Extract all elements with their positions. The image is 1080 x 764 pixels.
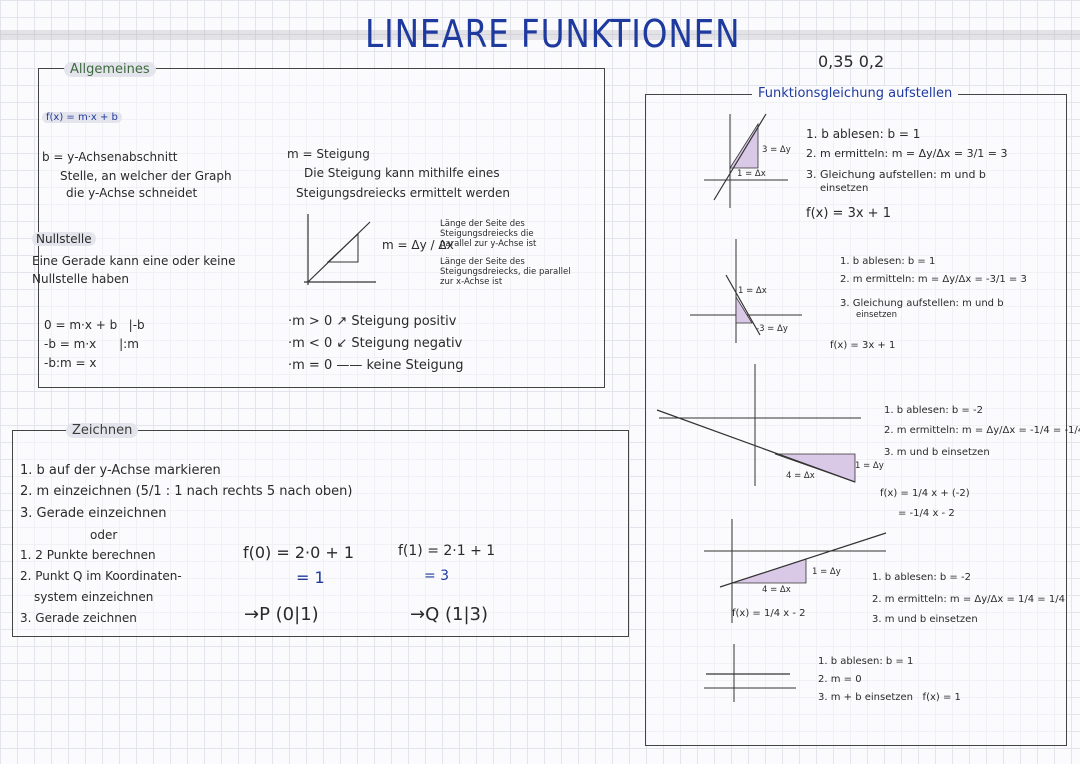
graph-1-dx: 1 = Δx [737, 169, 766, 179]
m-description-1: Die Steigung kann mithilfe eines [304, 166, 500, 180]
ex1-step-1: 1. b ablesen: b = 1 [806, 127, 921, 141]
page-title: LINEARE FUNKTIONEN [365, 12, 741, 56]
dy-note-3: parallel zur y-Achse ist [440, 239, 537, 249]
m-description-2: Steigungsdreiecks ermittelt werden [296, 186, 511, 200]
slope-rule-negative: ·m < 0 ↙ Steigung negativ [288, 336, 463, 351]
point-q: →Q (1|3) [410, 604, 488, 625]
graph-2-line [725, 274, 761, 336]
ex2-step-3a: 3. Gleichung aufstellen: m und b [840, 298, 1004, 309]
graph-3-dx: 4 = Δx [786, 471, 815, 481]
graph-4-dy: 1 = Δy [812, 567, 841, 577]
graph-1-triangle [729, 122, 759, 169]
graph-3-dy: 1 = Δy [855, 461, 884, 471]
ex4-result: f(x) = 1/4 x - 2 [732, 608, 806, 619]
slope-triangle-sketch [304, 214, 376, 285]
funktionsgleichung-box [645, 94, 1067, 746]
dy-note-2: Steigungsdreiecks die [440, 229, 534, 239]
ex4-step-1: 1. b ablesen: b = -2 [872, 572, 971, 583]
formula: f(x) = m·x + b [42, 112, 122, 123]
sketch-triangle [326, 232, 359, 263]
ex2-result: f(x) = 3x + 1 [830, 340, 896, 351]
ex5-step-3: 3. m + b einsetzen f(x) = 1 [818, 692, 961, 703]
graph-5 [704, 644, 796, 702]
ex4-step-3: 3. m und b einsetzen [872, 614, 978, 625]
dx-note-3: zur x-Achse ist [440, 277, 503, 287]
dy-note-1: Länge der Seite des [440, 219, 525, 229]
ex1-result: f(x) = 3x + 1 [806, 206, 891, 221]
graph-1-dy: 3 = Δy [762, 145, 791, 155]
graph-1-line [713, 113, 767, 201]
ex2-step-1: 1. b ablesen: b = 1 [840, 256, 936, 267]
f1-result: = 3 [424, 568, 450, 584]
zeichnen-step-2: 2. m einzeichnen (5/1 : 1 nach rechts 5 … [20, 484, 353, 499]
ex1-step-3a: 3. Gleichung aufstellen: m und b [806, 168, 986, 181]
graph-3-line [656, 409, 856, 483]
point-p: →P (0|1) [244, 604, 319, 625]
f1-calc: f(1) = 2·1 + 1 [398, 543, 496, 559]
header-bar [0, 30, 1080, 40]
graph-4-dx: 4 = Δx [762, 585, 791, 595]
ex4-step-2: 2. m ermitteln: m = Δy/Δx = 1/4 = 1/4 [872, 594, 1065, 605]
zeichnen-heading: Zeichnen [66, 423, 139, 438]
zeichnen-oder: oder [90, 528, 118, 542]
allgemeines-heading: Allgemeines [64, 62, 156, 77]
graph-4-line [719, 532, 887, 588]
corner-note: 0,35 0,2 [818, 52, 885, 71]
nullstelle-heading-text: Nullstelle [32, 232, 96, 246]
ex3-step-2: 2. m ermitteln: m = Δy/Δx = -1/4 = -1/4 [884, 425, 1080, 436]
funktionsgleichung-heading: Funktionsgleichung aufstellen [752, 86, 959, 101]
ex5-step-1: 1. b ablesen: b = 1 [818, 656, 914, 667]
ex1-step-2: 2. m ermitteln: m = Δy/Δx = 3/1 = 3 [806, 147, 1008, 160]
nullstelle-desc-1: Eine Gerade kann eine oder keine [32, 254, 236, 268]
graph-2 [690, 239, 802, 343]
ex3-result-1: f(x) = 1/4 x + (-2) [880, 488, 970, 499]
zeichnen-alt-1: 1. 2 Punkte berechnen [20, 548, 156, 562]
b-description-2: die y-Achse schneidet [66, 186, 198, 200]
nullstelle-calc-3: -b:m = x [44, 356, 97, 370]
graph-2-triangle [735, 295, 753, 324]
zeichnen-alt-2: 2. Punkt Q im Koordinaten- [20, 569, 182, 583]
b-definition: b = y-Achsenabschnitt [42, 150, 178, 164]
graph-2-dx: 1 = Δx [738, 286, 767, 296]
nullstelle-desc-2: Nullstelle haben [32, 272, 130, 286]
dx-note-1: Länge der Seite des [440, 257, 525, 267]
ex3-result-2: = -1/4 x - 2 [898, 508, 955, 519]
slope-fraction: m = Δy / Δx [382, 238, 454, 252]
allgemeines-box [38, 68, 605, 388]
b-description-1: Stelle, an welcher der Graph [60, 169, 232, 183]
nullstelle-calc-1: 0 = m·x + b |-b [44, 318, 145, 332]
formula-label: f(x) = m·x + b [42, 109, 122, 124]
zeichnen-alt-2b: system einzeichnen [34, 590, 154, 604]
zeichnen-step-1: 1. b auf der y-Achse markieren [20, 463, 221, 478]
slope-rule-zero: ·m = 0 —— keine Steigung [288, 358, 464, 373]
zeichnen-box [12, 430, 629, 637]
slope-rule-positive: ·m > 0 ↗ Steigung positiv [288, 314, 457, 329]
m-definition: m = Steigung [287, 147, 370, 161]
ex1-step-3b: einsetzen [820, 183, 869, 194]
f0-calc: f(0) = 2·0 + 1 [243, 543, 355, 562]
nullstelle-heading: Nullstelle [32, 232, 96, 247]
ex3-step-3: 3. m und b einsetzen [884, 447, 990, 458]
graph-2-dy: -3 = Δy [756, 324, 788, 334]
ex2-step-3b: einsetzen [856, 310, 898, 320]
ex3-step-1: 1. b ablesen: b = -2 [884, 405, 983, 416]
nullstelle-calc-2: -b = m·x |:m [44, 337, 139, 351]
graph-4 [704, 519, 887, 623]
f0-result: = 1 [296, 568, 325, 587]
zeichnen-step-3: 3. Gerade einzeichnen [20, 506, 167, 521]
graph-3 [656, 364, 861, 486]
dx-note-2: Steigungsdreiecks, die parallel [440, 267, 571, 277]
ex2-step-2: 2. m ermitteln: m = Δy/Δx = -3/1 = 3 [840, 274, 1027, 285]
zeichnen-alt-3: 3. Gerade zeichnen [20, 611, 137, 625]
ex5-step-2: 2. m = 0 [818, 674, 862, 685]
graph-1 [704, 113, 788, 208]
